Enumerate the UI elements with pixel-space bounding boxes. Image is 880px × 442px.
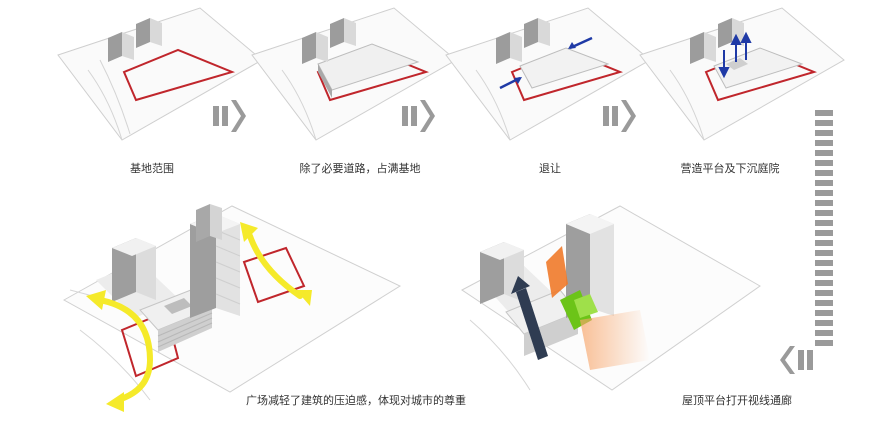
roof-terrace-green — [574, 294, 598, 318]
panel-fill-site — [251, 7, 457, 141]
tower-face — [150, 18, 162, 46]
podium-side — [318, 64, 332, 98]
chevron-arrow-icon — [603, 100, 636, 132]
road-curve — [475, 69, 511, 141]
view-corridor-arrow-icon — [516, 288, 548, 360]
panel-site-boundary — [57, 7, 263, 141]
plaza-arrow-icon — [97, 233, 303, 403]
tower-side — [718, 18, 732, 48]
tower-side — [690, 32, 704, 64]
site-outline — [122, 48, 236, 102]
chevron-arrow-icon — [402, 100, 435, 132]
tower-face — [538, 18, 550, 46]
podium-floors — [157, 312, 213, 348]
tower-side — [302, 32, 316, 64]
panel-platform — [639, 7, 845, 141]
caption-rooftop: 屋顶平台打开视线通廊 — [682, 394, 792, 407]
tower-side — [524, 18, 538, 48]
tower-face — [122, 32, 134, 60]
tower-face — [344, 18, 356, 46]
tower-side — [566, 214, 590, 318]
caption-site-boundary: 基地范围 — [130, 162, 174, 175]
tower-top — [112, 238, 156, 256]
podium-roof — [519, 47, 610, 89]
courtyard — [164, 298, 192, 314]
chevron-left-icon — [780, 346, 813, 374]
light-glow — [580, 310, 650, 370]
roof-terrace-orange — [546, 246, 568, 298]
road-curve — [669, 69, 705, 141]
panel-plaza — [62, 204, 402, 412]
tower-face — [316, 32, 328, 62]
sunken-court — [726, 58, 748, 70]
tower-face — [510, 32, 522, 62]
road-curve — [281, 69, 317, 141]
panel-setback — [445, 7, 651, 141]
view-corridor-arrow-icon — [511, 276, 530, 294]
tower-face — [704, 32, 716, 62]
panel-rooftop — [461, 205, 761, 391]
plaza-arrow-head-icon — [86, 222, 312, 412]
tower-top — [566, 214, 614, 234]
tower-face — [590, 214, 614, 316]
podium-roof — [317, 43, 420, 91]
caption-plaza: 广场减轻了建筑的压迫感，体现对城市的尊重 — [246, 394, 466, 407]
road-curve — [99, 59, 131, 135]
tower-small — [210, 204, 222, 240]
tower-small — [196, 204, 210, 242]
caption-platform: 营造平台及下沉庭院 — [680, 162, 780, 175]
road-curve — [79, 329, 151, 401]
road-curve — [469, 319, 531, 391]
chevron-arrow-icon — [213, 100, 246, 132]
tower-side — [496, 32, 510, 64]
site-outline — [242, 246, 306, 304]
vertical-arrows-icon — [718, 31, 752, 79]
caption-setback: 退让 — [539, 162, 561, 175]
setback-arrow-icon — [514, 77, 522, 84]
tower-face — [136, 238, 156, 300]
tower-top — [480, 242, 524, 260]
setback-arrow-icon — [568, 42, 576, 49]
tower-side — [108, 32, 122, 62]
road-curve — [87, 69, 123, 141]
progress-bar-stack — [815, 110, 833, 346]
tower-side — [136, 18, 150, 48]
tower-side — [330, 18, 344, 48]
caption-fill-site: 除了必要道路，占满基地 — [299, 162, 421, 175]
